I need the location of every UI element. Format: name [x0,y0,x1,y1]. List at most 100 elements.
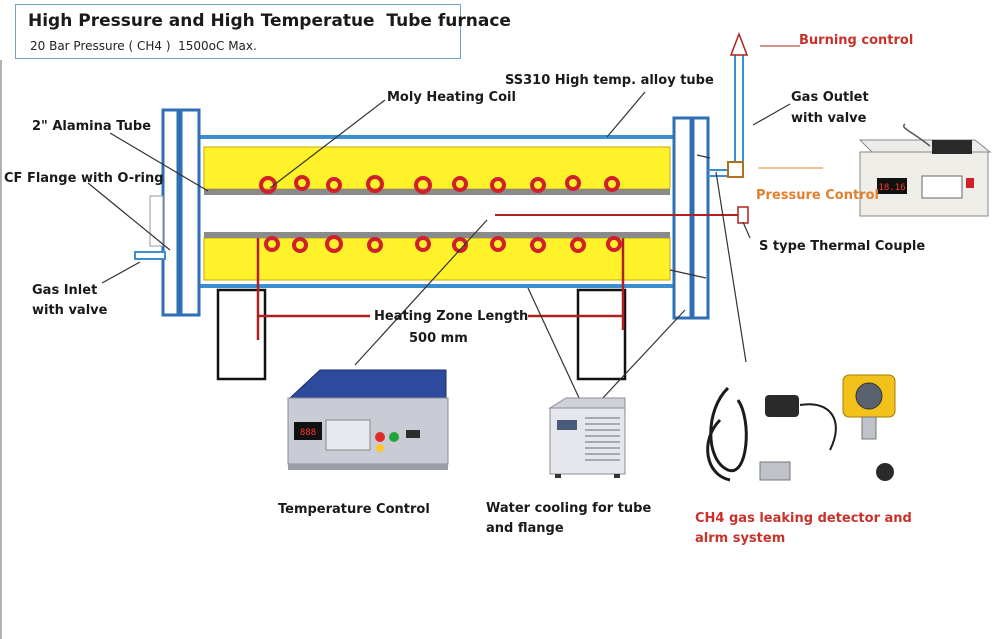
label-alumina-tube: 2" Alamina Tube [32,119,152,134]
water-chiller-unit [548,397,626,478]
annotation-leader-lines [87,91,791,401]
leader-right-flange [669,269,707,279]
detector-cable-coil-2 [706,418,731,482]
leader-water-cooling-tube [527,287,581,401]
coil-loop [530,177,546,193]
pressure-controller-box: 18.16 [858,123,992,217]
coil-loop [490,236,506,252]
pressure-display-digits: 18.16 [878,183,905,193]
label-ch4-detector: CH4 gas leaking detector and alrm system [695,511,912,546]
coil-loop [259,176,277,194]
adapter-cable [799,403,837,451]
label-gas-outlet-2: with valve [791,111,867,126]
label-gas-inlet-1: Gas Inlet [32,283,98,298]
label-heating-zone-2: 500 mm [409,331,468,346]
coil-loop [292,237,308,253]
coil-loop [452,237,468,253]
leader-cf-flange [87,182,171,251]
coil-loop [570,237,586,253]
alumina-tube-top-wall [204,189,670,195]
label-gas-outlet-1: Gas Outlet [791,90,869,105]
coil-loop [604,176,620,192]
leader-moly-coil [269,99,386,189]
chiller-top [548,397,626,409]
detector-cable-coil [709,386,748,473]
left-cf-flange-outer [161,108,180,317]
pressure-display [877,178,907,194]
pressure-gauge-panel [921,175,963,199]
upper-heating-coils [259,175,620,194]
label-cf-flange: CF Flange with O-ring [4,171,164,186]
coil-loop [606,236,622,252]
temperature-controller-box: 888 [287,369,449,470]
pressure-cable-plug [932,140,972,154]
chiller-foot [555,474,561,478]
coil-loop [367,237,383,253]
detector-sensor [861,416,877,440]
coil-loop [530,237,546,253]
detector-display [855,382,883,410]
leader-ch4-detector [715,171,747,363]
diagram-title: High Pressure and High Temperatue Tube f… [28,11,511,31]
label-burning-control: Burning control [799,33,914,48]
label-alloy-tube: SS310 High temp. alloy tube [505,73,714,88]
coil-loop [490,177,506,193]
chiller-display [557,420,577,430]
temp-yellow-button [376,444,384,452]
ch4-gas-detector-kit [706,374,896,482]
label-heating-zone-1: Heating Zone Length [374,309,529,324]
leader-thermocouple [742,221,751,239]
title-box: High Pressure and High Temperatue Tube f… [15,4,511,59]
temp-display-digits: 888 [300,428,316,438]
detector-valve [759,461,791,481]
label-temperature-control: Temperature Control [278,502,430,517]
alumina-tube-bottom-wall [204,232,670,238]
power-adapter [765,395,799,417]
leader-water-cooling-flange [600,309,686,401]
left-cf-flange-inner [179,108,201,317]
burning-arrow-head [729,31,749,56]
temp-switch [406,430,420,438]
label-gas-inlet-2: with valve [32,303,108,318]
pressure-cable [903,123,931,147]
right-cf-flange-outer [691,116,710,320]
leader-alloy-tube [606,91,646,138]
leader-outlet-flange [696,154,711,159]
coil-loop [325,235,343,253]
coil-loop [414,176,432,194]
chiller-vents [585,417,620,461]
coil-loop [294,175,310,191]
gas-inlet-pipe [134,251,166,260]
leader-temperature-control [354,219,488,366]
right-cf-flange-inner [672,116,693,320]
heating-zone-dimension [256,238,625,340]
temp-red-button [375,432,385,442]
temp-controller-top [288,369,447,399]
detector-alarm [876,463,894,481]
temp-controller-base [288,464,448,470]
coil-loop [366,175,384,193]
coil-loop [326,177,342,193]
temp-program-panel [325,419,371,451]
leader-alumina-tube [109,132,209,192]
diagram-subtitle: 20 Bar Pressure ( CH4 ) 1500oC Max. [30,39,257,53]
coil-loop [452,176,468,192]
coil-loop [415,236,431,252]
leader-gas-inlet [101,261,141,284]
label-pressure-control: Pressure Control [756,188,879,203]
pressure-control-valve [727,161,744,178]
coil-loop [565,175,581,191]
chiller-body [549,407,626,475]
label-moly-coil: Moly Heating Coil [387,90,516,105]
chiller-foot [614,474,620,478]
right-support-stand [576,288,627,381]
label-water-cooling: Water cooling for tube and flange [486,501,652,536]
leader-gas-outlet [752,103,791,126]
coil-loop [264,236,280,252]
temp-display [294,422,322,440]
thermocouple-head [737,206,749,224]
label-thermocouple: S type Thermal Couple [759,239,926,254]
temp-green-button [389,432,399,442]
gas-inlet-fitting [149,195,164,247]
